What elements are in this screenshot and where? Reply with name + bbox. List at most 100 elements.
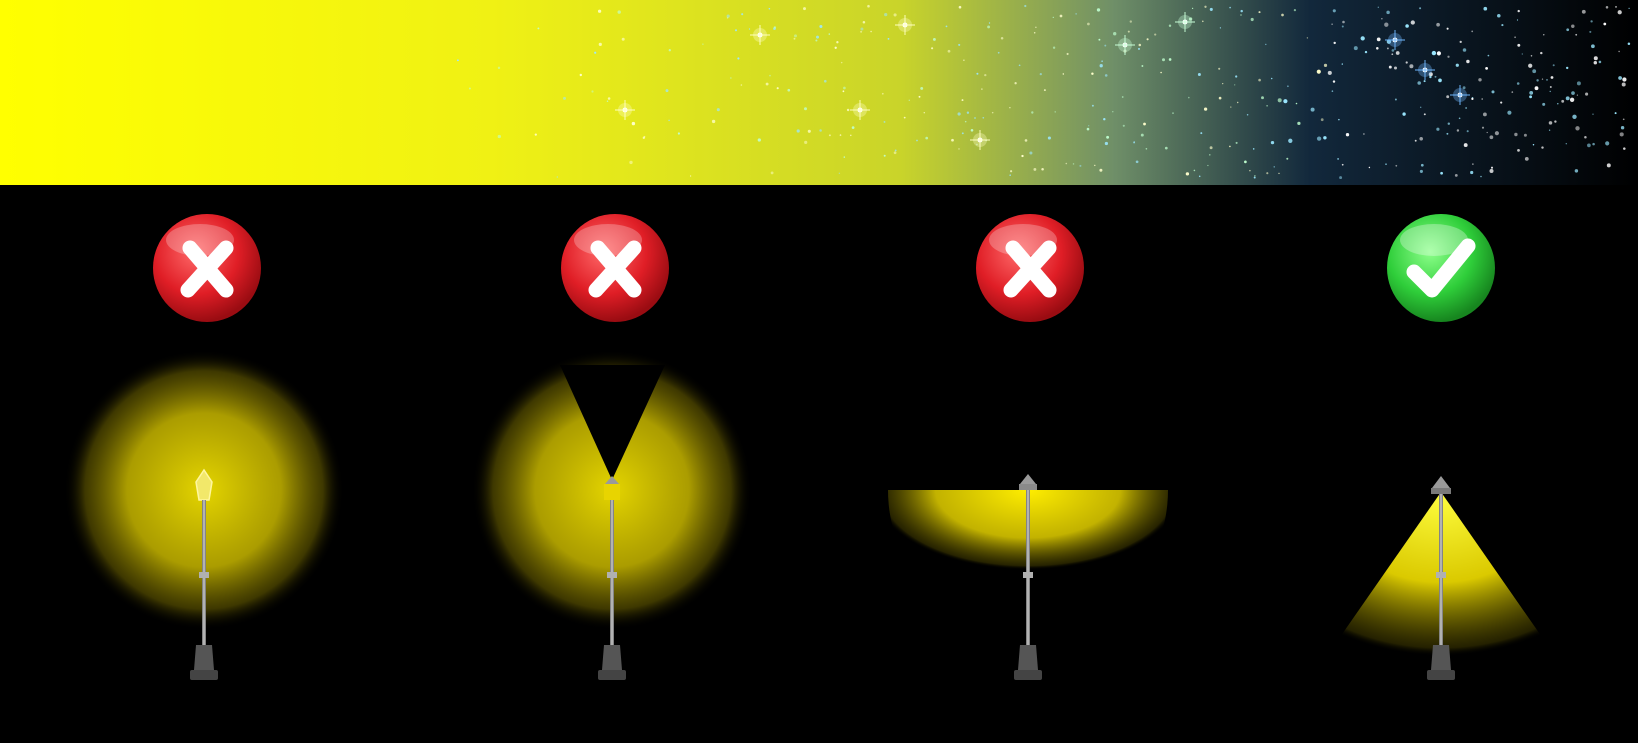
star	[974, 117, 976, 119]
star	[1507, 111, 1511, 115]
star	[829, 134, 831, 136]
star	[1536, 79, 1538, 81]
star	[1141, 134, 1144, 137]
star	[1337, 158, 1339, 160]
star	[1331, 24, 1332, 25]
star	[1518, 10, 1520, 12]
star	[1024, 5, 1026, 7]
star	[1287, 85, 1289, 87]
star	[1321, 118, 1324, 121]
star	[1079, 165, 1081, 167]
star	[1566, 67, 1568, 69]
star	[1361, 36, 1365, 40]
star	[1281, 14, 1284, 17]
star	[1130, 20, 1132, 22]
star	[1466, 60, 1469, 63]
star	[1296, 103, 1298, 105]
star	[1447, 56, 1449, 58]
star	[847, 109, 849, 111]
star	[1387, 47, 1389, 49]
star	[819, 129, 822, 132]
star	[1511, 91, 1513, 93]
star	[1122, 96, 1124, 98]
star	[1599, 61, 1602, 64]
star	[1332, 90, 1334, 92]
star	[1459, 117, 1461, 119]
star	[924, 112, 925, 113]
star	[863, 21, 866, 24]
star	[1517, 82, 1520, 85]
star	[1424, 113, 1426, 115]
star	[1339, 176, 1342, 179]
star	[1491, 167, 1493, 169]
star	[1618, 51, 1619, 52]
star	[1001, 37, 1004, 40]
star	[1087, 23, 1090, 26]
star	[1501, 24, 1503, 26]
star	[1606, 6, 1609, 9]
star	[741, 84, 743, 86]
star	[841, 62, 842, 63]
star	[1200, 132, 1202, 134]
star	[1234, 84, 1235, 85]
star	[702, 43, 704, 45]
star	[1546, 79, 1547, 80]
star	[1065, 163, 1067, 165]
star	[1577, 94, 1578, 95]
star	[803, 7, 806, 10]
star	[669, 49, 671, 51]
star	[1478, 78, 1481, 81]
star	[1607, 163, 1611, 167]
star	[1033, 168, 1036, 171]
star	[787, 89, 790, 92]
star	[1497, 14, 1501, 18]
star	[1592, 143, 1595, 146]
star	[992, 112, 994, 114]
star	[535, 133, 537, 135]
star	[1104, 45, 1106, 47]
star	[618, 10, 621, 13]
star	[741, 13, 743, 15]
star	[1271, 78, 1273, 80]
star	[909, 100, 910, 101]
star	[1075, 13, 1076, 14]
verdict-badge-correct	[1387, 214, 1495, 322]
star	[882, 93, 884, 95]
star	[598, 10, 601, 13]
star	[920, 87, 923, 90]
star	[1274, 166, 1275, 167]
star	[1419, 137, 1423, 141]
star	[1147, 38, 1149, 40]
star	[1154, 34, 1156, 36]
star	[1467, 130, 1469, 132]
panel-4	[1338, 214, 1544, 680]
star	[1009, 174, 1011, 176]
star	[1229, 7, 1231, 9]
star	[1529, 95, 1532, 98]
star	[794, 34, 797, 37]
star	[1447, 28, 1449, 30]
star	[1575, 126, 1579, 130]
star	[1571, 24, 1574, 27]
star	[1338, 119, 1340, 121]
star	[982, 117, 984, 119]
star	[998, 52, 1000, 54]
star	[1204, 107, 1207, 110]
star	[1621, 126, 1624, 129]
star	[1411, 20, 1415, 24]
star	[850, 135, 851, 136]
star	[498, 67, 500, 69]
star	[815, 39, 817, 41]
star	[1391, 53, 1393, 55]
star	[1053, 17, 1054, 18]
star	[1522, 53, 1523, 54]
panel-2	[472, 214, 752, 680]
star	[1220, 27, 1221, 28]
star	[1532, 69, 1536, 73]
star	[1128, 31, 1130, 33]
star	[1553, 64, 1555, 66]
star	[1525, 157, 1529, 161]
star	[774, 26, 776, 28]
star	[1363, 133, 1365, 135]
star	[1202, 21, 1204, 23]
